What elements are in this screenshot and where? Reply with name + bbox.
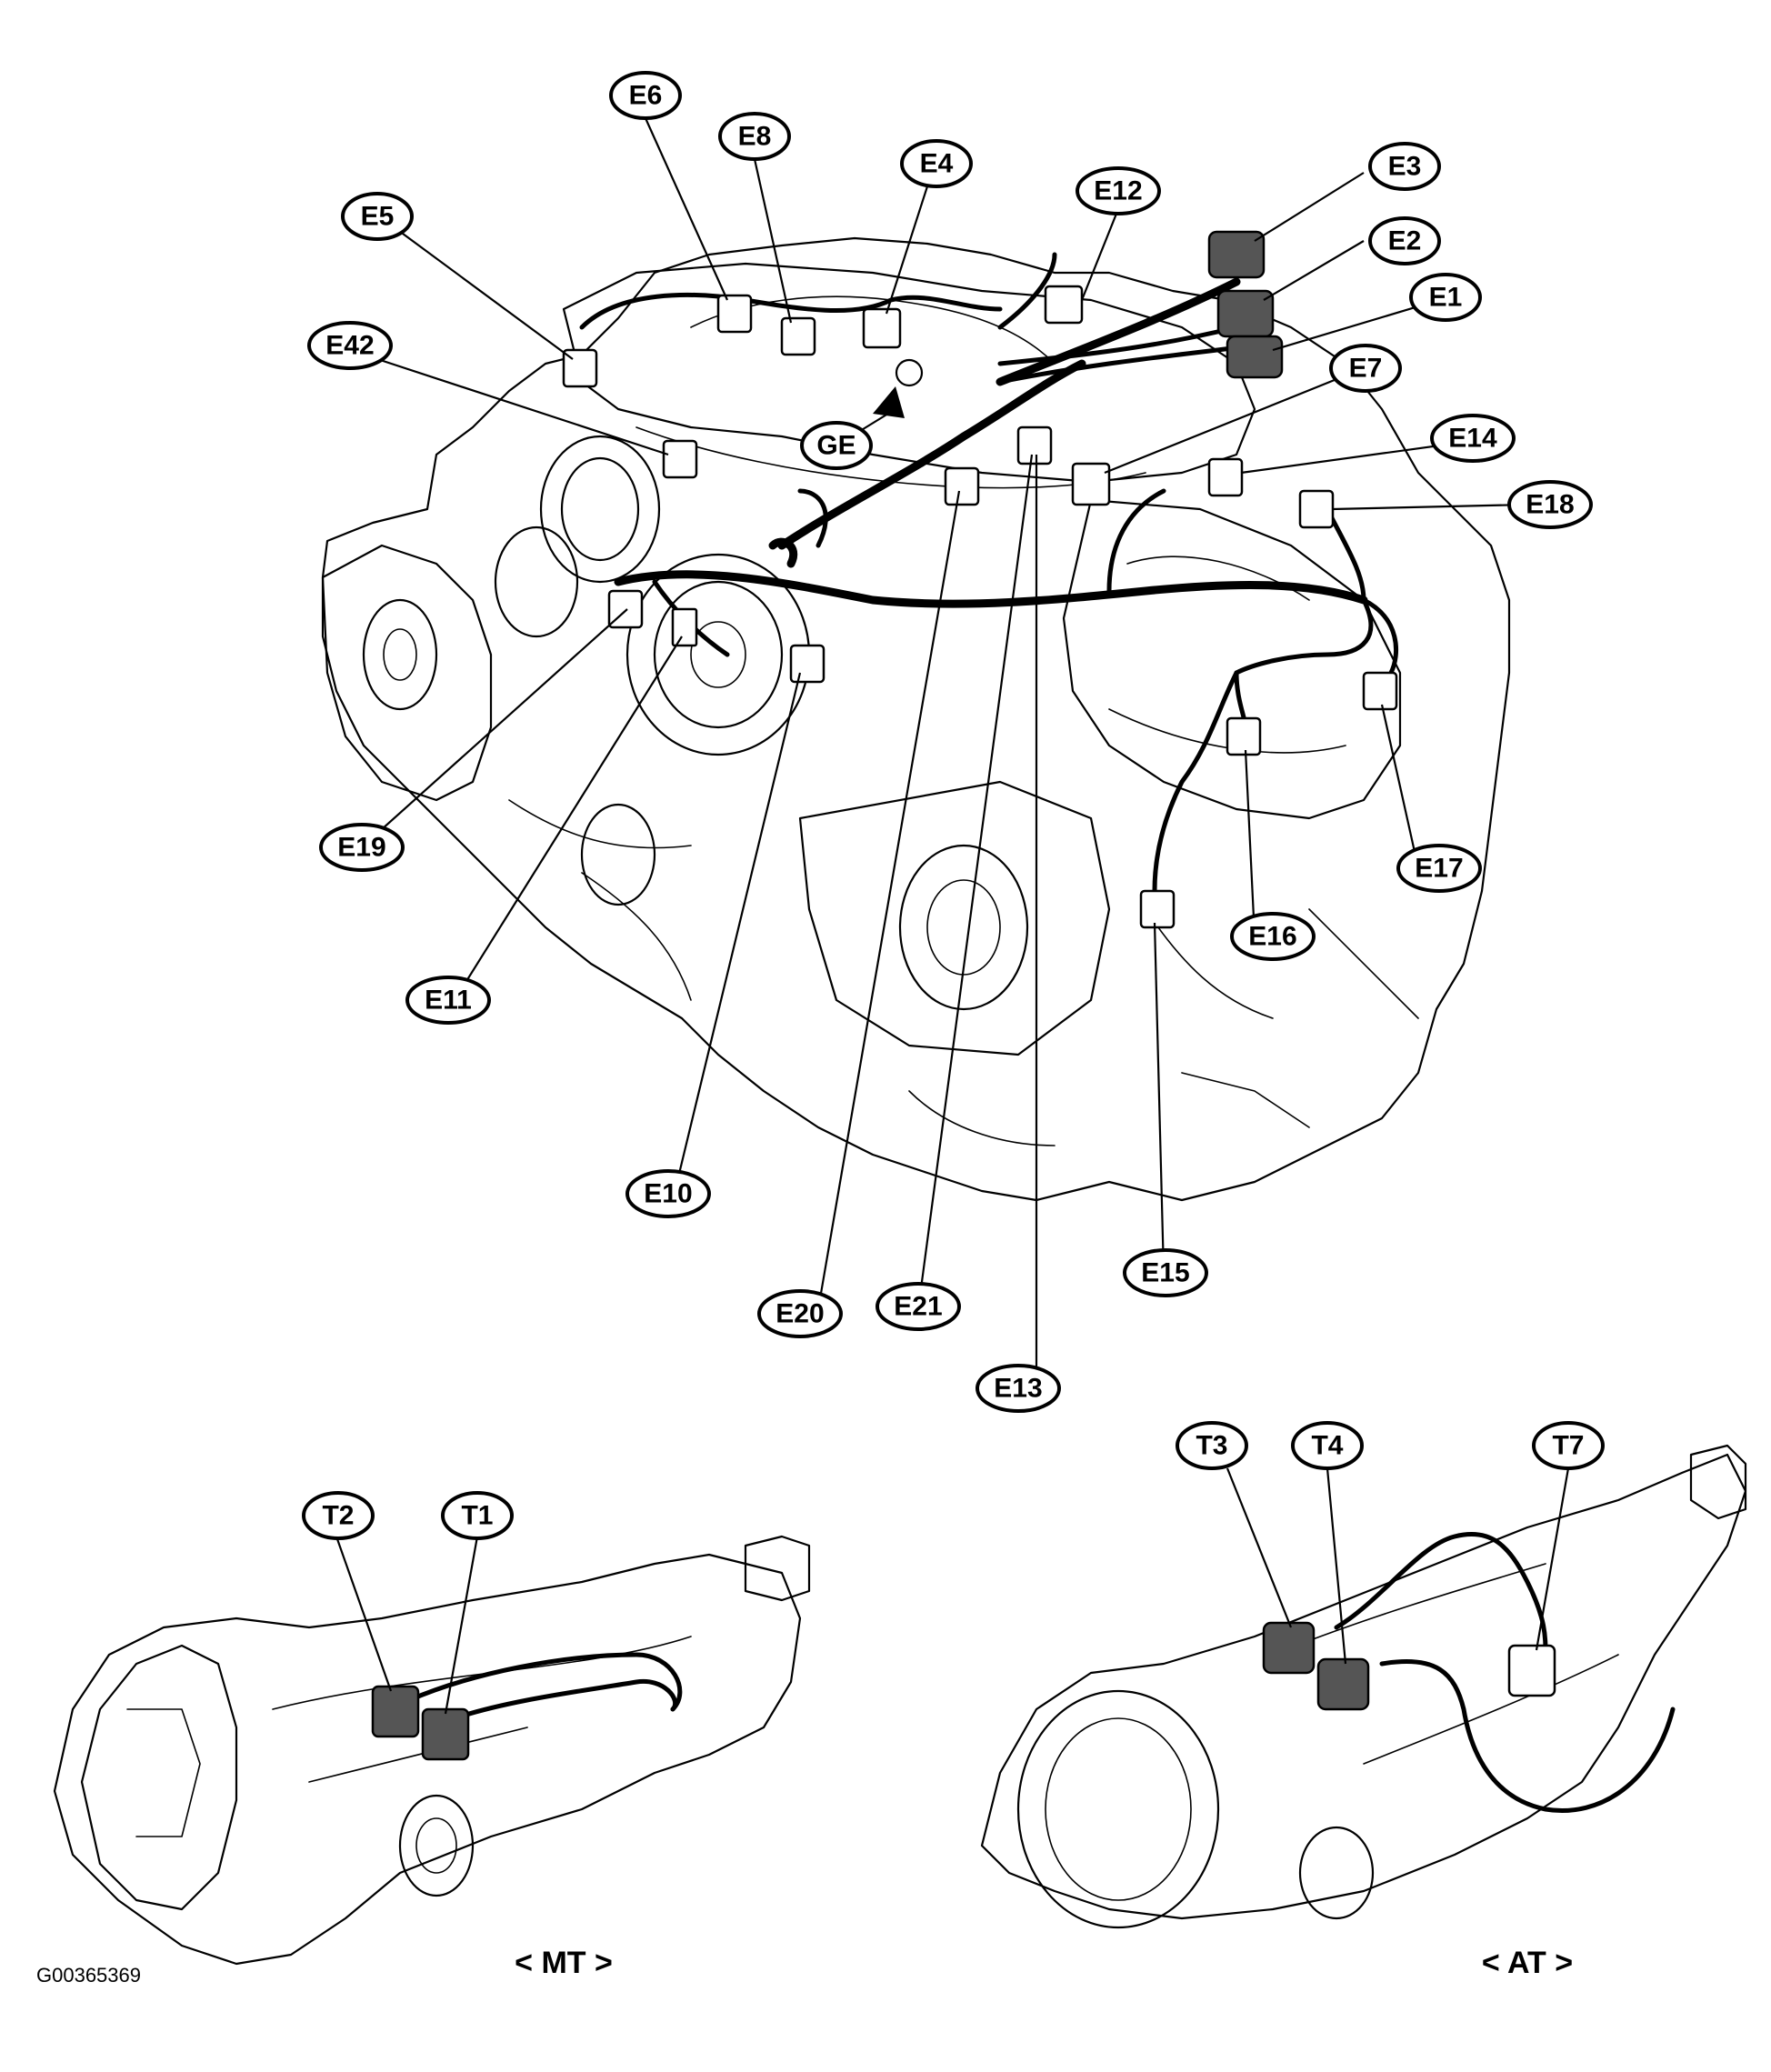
- svg-text:E11: E11: [425, 986, 472, 1016]
- svg-text:E17: E17: [1415, 854, 1463, 884]
- svg-text:E16: E16: [1248, 922, 1296, 952]
- callout-e10: E10: [625, 1169, 711, 1218]
- callout-e15: E15: [1123, 1248, 1208, 1297]
- svg-text:E13: E13: [994, 1374, 1042, 1404]
- svg-text:E15: E15: [1141, 1258, 1189, 1288]
- svg-text:E2: E2: [1388, 226, 1422, 256]
- svg-text:T2: T2: [322, 1501, 354, 1531]
- svg-text:E14: E14: [1448, 424, 1497, 454]
- callout-e6: E6: [609, 71, 682, 120]
- at-view-label: < AT >: [1482, 1946, 1573, 1980]
- callout-t2: T2: [302, 1491, 375, 1540]
- callout-ge: GE: [800, 421, 873, 470]
- callout-e21: E21: [875, 1282, 961, 1331]
- svg-text:E1: E1: [1429, 283, 1463, 313]
- callout-e11: E11: [405, 976, 491, 1025]
- svg-text:E20: E20: [775, 1299, 824, 1329]
- callout-t4: T4: [1291, 1421, 1364, 1470]
- mt-transmission-illustration: [53, 1535, 811, 1966]
- svg-text:T4: T4: [1311, 1431, 1343, 1461]
- callout-badges: E6 E8 E4 E12 E3 E2 E1 E5 E42 E7 GE E14 E…: [302, 71, 1605, 1540]
- svg-text:GE: GE: [816, 431, 855, 461]
- figure-id: G00365369: [36, 1964, 141, 1987]
- callout-e3: E3: [1368, 142, 1441, 191]
- svg-text:E4: E4: [920, 149, 954, 179]
- svg-text:E18: E18: [1526, 490, 1574, 520]
- callout-e12: E12: [1076, 166, 1161, 215]
- svg-text:E3: E3: [1388, 152, 1422, 182]
- svg-text:E21: E21: [894, 1292, 942, 1322]
- callout-e19: E19: [319, 823, 405, 872]
- callout-e7: E7: [1329, 344, 1402, 393]
- svg-text:E6: E6: [629, 81, 663, 111]
- callout-e42: E42: [307, 321, 393, 370]
- callout-e20: E20: [757, 1289, 843, 1338]
- svg-text:E8: E8: [738, 122, 772, 152]
- at-transmission-illustration: [980, 1444, 1747, 1929]
- callout-e13: E13: [976, 1364, 1061, 1413]
- svg-text:T7: T7: [1552, 1431, 1584, 1461]
- leader-lines: [335, 117, 1570, 1715]
- callout-e16: E16: [1230, 912, 1316, 961]
- callout-e17: E17: [1396, 844, 1482, 893]
- svg-text:E19: E19: [337, 833, 385, 863]
- callout-e18: E18: [1507, 480, 1593, 529]
- mt-view-label: < MT >: [515, 1946, 613, 1980]
- callout-e4: E4: [900, 139, 973, 188]
- svg-text:E5: E5: [361, 202, 395, 232]
- callout-t1: T1: [441, 1491, 514, 1540]
- svg-text:E10: E10: [644, 1179, 692, 1209]
- callout-t3: T3: [1176, 1421, 1248, 1470]
- callout-e2: E2: [1368, 216, 1441, 265]
- svg-text:T3: T3: [1196, 1431, 1227, 1461]
- svg-text:E7: E7: [1349, 354, 1383, 384]
- svg-text:E42: E42: [325, 331, 374, 361]
- callout-e5: E5: [341, 192, 414, 241]
- engine-connectors: [562, 230, 1398, 929]
- callout-e8: E8: [718, 112, 791, 161]
- callout-e1: E1: [1409, 273, 1482, 322]
- callout-t7: T7: [1532, 1421, 1605, 1470]
- svg-text:E12: E12: [1094, 176, 1142, 206]
- svg-text:T1: T1: [461, 1501, 493, 1531]
- callout-e14: E14: [1430, 414, 1516, 463]
